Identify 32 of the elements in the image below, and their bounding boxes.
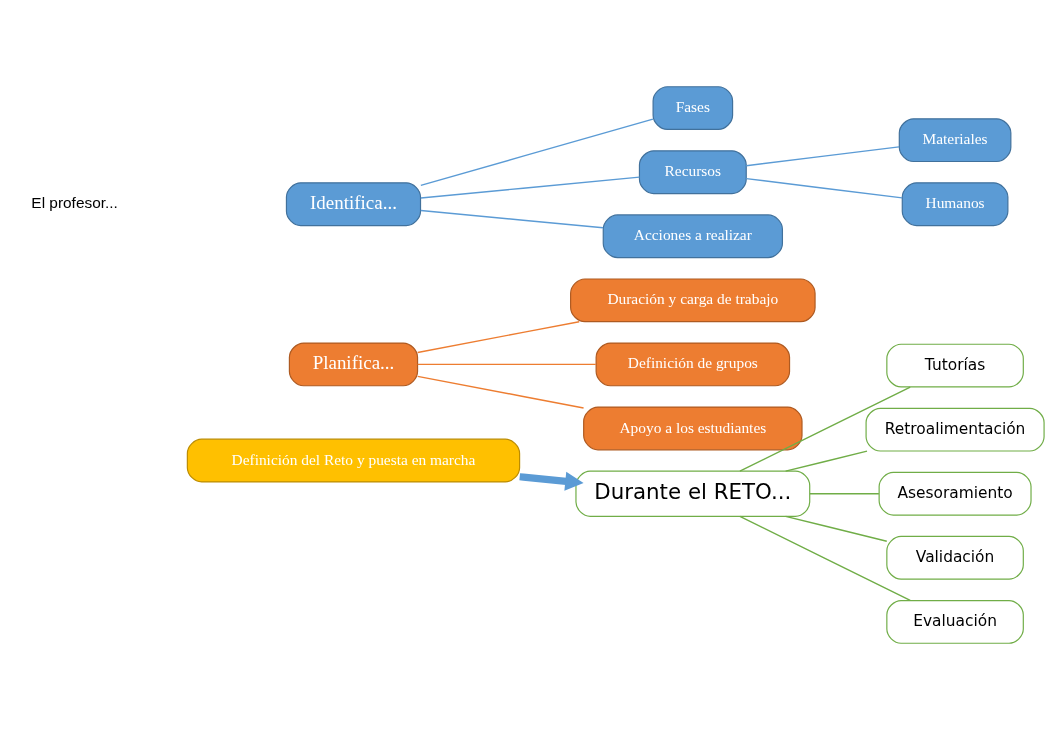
connector [420,118,654,187]
connector [416,375,585,409]
arrow [519,471,584,491]
connector [745,177,903,199]
node-box: Retroalimentación [865,407,1045,452]
node-box: Evaluación [886,599,1024,644]
node-box: Asesoramiento [878,471,1032,516]
node-box: Definición del Reto y puesta en marcha [186,438,521,483]
node-box: Recursos [638,150,747,195]
connector [416,363,597,366]
connector [784,515,888,542]
node-box: Materiales [898,118,1012,163]
node-box: Durante el RETO... [575,470,811,517]
connector [784,450,868,472]
node-box: Fases [652,86,734,131]
node-box: Validación [886,535,1024,580]
connector [739,386,911,472]
connector [420,176,641,199]
label: El profesor... [31,194,118,212]
connector [745,146,900,167]
connector [416,321,580,354]
connector [739,515,911,602]
connector [809,493,880,495]
node-box: Duración y carga de trabajo [570,278,816,323]
node-box: Humanos [901,182,1009,227]
connector [420,209,604,229]
node-box: Tutorías [886,343,1024,388]
node-box: Definición de grupos [595,342,791,387]
node-box: Identifica... [285,182,422,227]
node-box: Planifica... [288,342,419,387]
node-box: Apoyo a los estudiantes [583,406,803,451]
node-box: Acciones a realizar [602,214,784,259]
